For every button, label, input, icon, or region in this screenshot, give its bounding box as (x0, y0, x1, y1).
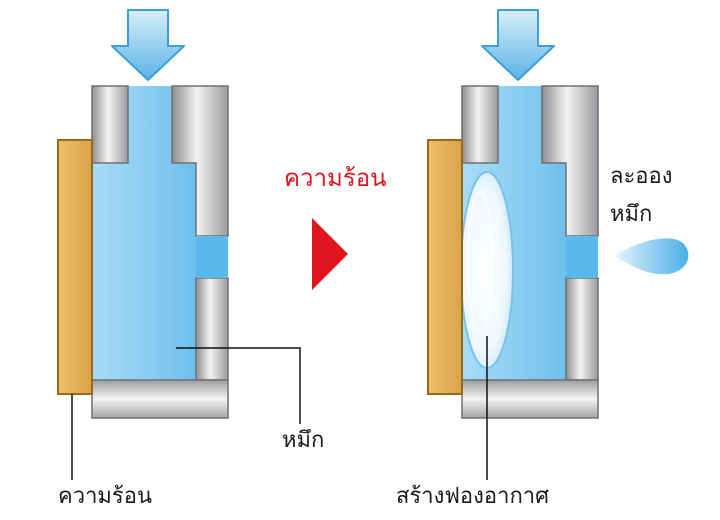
ink-droplet-label: ละออง หมึก (610, 164, 673, 227)
nozzle-left (91, 85, 229, 419)
nozzle-wall-bottom-right (195, 277, 229, 381)
ink-droplet-icon (614, 238, 689, 275)
process-arrow-icon (312, 218, 348, 290)
down-arrow-right-icon (481, 9, 555, 81)
nozzle-base-right (461, 379, 599, 419)
heat-label-center: ความร้อน (284, 164, 387, 192)
nozzle-right (461, 85, 599, 419)
nozzle-wall-top-left-right (461, 85, 499, 164)
ink-label: หมึก (282, 428, 325, 453)
leader-ink-left (176, 347, 301, 424)
bubble-label: สร้างฟองอากาศ (396, 484, 550, 509)
heater-right (427, 139, 463, 395)
heat-label-left: ความร้อน (58, 484, 152, 509)
nozzle-wall-bottom-right-right (565, 277, 599, 381)
nozzle-wall-top-left (91, 85, 129, 164)
nozzle-base-left (91, 379, 229, 419)
down-arrow-left-icon (111, 9, 185, 81)
heater-left (57, 139, 93, 395)
